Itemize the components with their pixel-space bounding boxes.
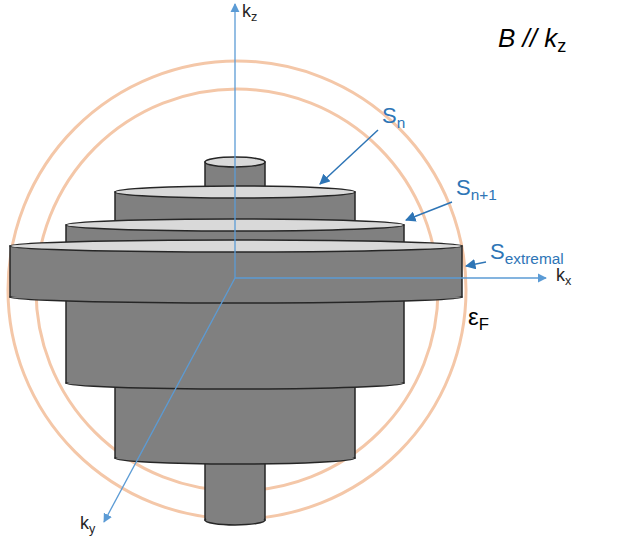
leader-arrows [320,130,486,266]
label-main: ε [468,303,479,330]
label-main: k [242,1,251,21]
k-axes [104,4,546,522]
landau-tube-extremal [10,240,462,303]
label-subscript: F [479,315,489,334]
label-main: B // k [498,23,557,53]
field-direction-label: B // kz [498,24,566,56]
label-subscript: x [565,274,571,288]
cross-section-label: Sn+1 [456,176,497,204]
cross-section-label: Sextremal [490,240,564,268]
cross-section-label: Sn [382,104,405,132]
axis-label: kx [556,266,571,289]
label-main: S [382,103,397,128]
label-subscript: z [557,36,566,56]
axis-label: ky [80,514,95,537]
fermi-energy-label: εF [468,304,489,335]
label-main: k [80,513,89,533]
axis-label: kz [242,2,257,25]
label-main: S [490,239,505,264]
label-subscript: extremal [505,250,564,267]
label-main: k [556,265,565,285]
label-subscript: z [251,10,257,24]
label-subscript: y [89,522,95,536]
label-subscript: n+1 [471,186,497,203]
label-main: S [456,175,471,200]
fermi-circle-outer [8,61,466,519]
label-subscript: n [397,114,406,131]
